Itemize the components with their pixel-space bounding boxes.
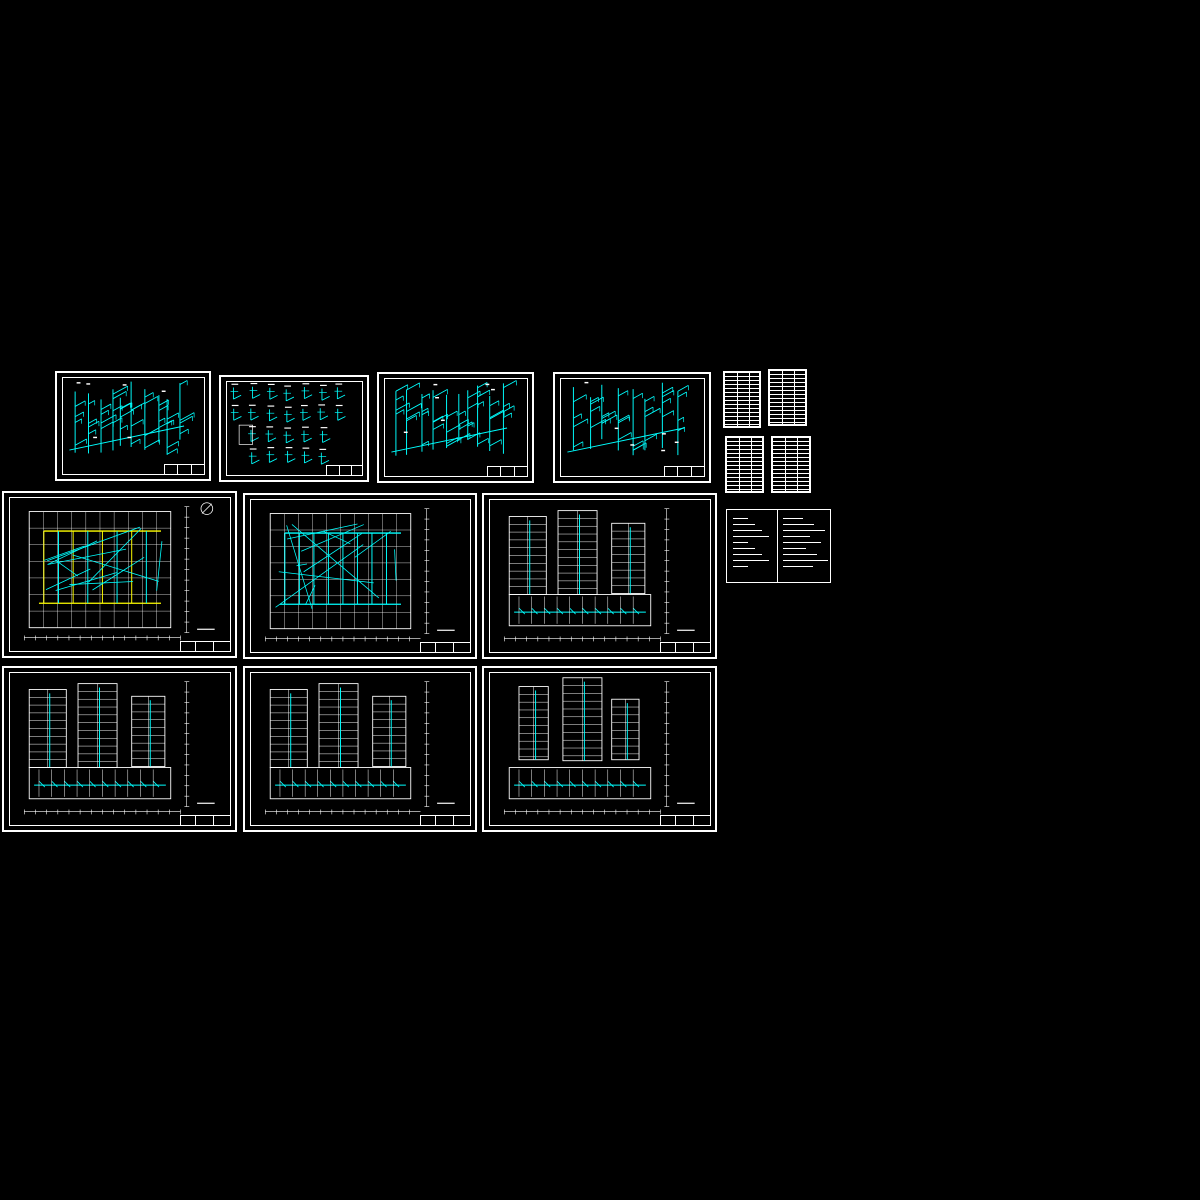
isometric-piping-drawing	[567, 381, 689, 456]
sheet-inner-frame	[9, 672, 231, 826]
sheet-inner-frame	[560, 378, 705, 477]
floor-plan-drawing	[504, 677, 695, 815]
title-block	[180, 641, 231, 652]
sheet-floor-plan-6[interactable]	[482, 666, 717, 832]
title-block	[420, 815, 471, 826]
title-block	[487, 466, 528, 477]
notes-divider	[777, 510, 778, 582]
sheet-system-diagram-2[interactable]	[377, 372, 534, 483]
sheet-floor-plan-2[interactable]	[243, 493, 477, 659]
floor-plan-drawing	[24, 502, 215, 641]
title-block	[660, 815, 711, 826]
sheet-detail-diagrams[interactable]	[219, 375, 369, 482]
floor-plan-drawing	[265, 681, 455, 815]
sheet-inner-frame	[489, 499, 711, 653]
sheet-inner-frame	[489, 672, 711, 826]
floor-plan-drawing	[265, 508, 455, 642]
sheet-inner-frame	[226, 381, 363, 476]
isometric-piping-drawing	[69, 380, 195, 455]
design-notes-sheet[interactable]	[726, 509, 831, 583]
title-block	[164, 464, 205, 475]
sheet-floor-plan-1[interactable]	[2, 491, 237, 658]
schedule-table-3[interactable]	[725, 436, 764, 493]
floor-plan-drawing	[24, 681, 215, 815]
sheet-floor-plan-3[interactable]	[482, 493, 717, 659]
schedule-table-1[interactable]	[723, 371, 761, 428]
title-block	[326, 465, 363, 476]
title-block	[180, 815, 231, 826]
sheet-floor-plan-5[interactable]	[243, 666, 477, 832]
title-block	[664, 466, 705, 477]
schedule-table-4[interactable]	[771, 436, 811, 493]
detail-piping-drawing	[230, 382, 346, 465]
floor-plan-drawing	[504, 508, 695, 642]
sheet-inner-frame	[250, 499, 471, 653]
schedule-table-2[interactable]	[768, 369, 807, 426]
sheet-inner-frame	[62, 377, 205, 475]
sheet-inner-frame	[250, 672, 471, 826]
title-block	[420, 642, 471, 653]
sheet-system-diagram-1[interactable]	[55, 371, 211, 481]
isometric-piping-drawing	[391, 380, 517, 456]
sheet-inner-frame	[384, 378, 528, 477]
title-block	[660, 642, 711, 653]
sheet-system-diagram-3[interactable]	[553, 372, 711, 483]
sheet-floor-plan-4[interactable]	[2, 666, 237, 832]
sheet-inner-frame	[9, 497, 231, 652]
